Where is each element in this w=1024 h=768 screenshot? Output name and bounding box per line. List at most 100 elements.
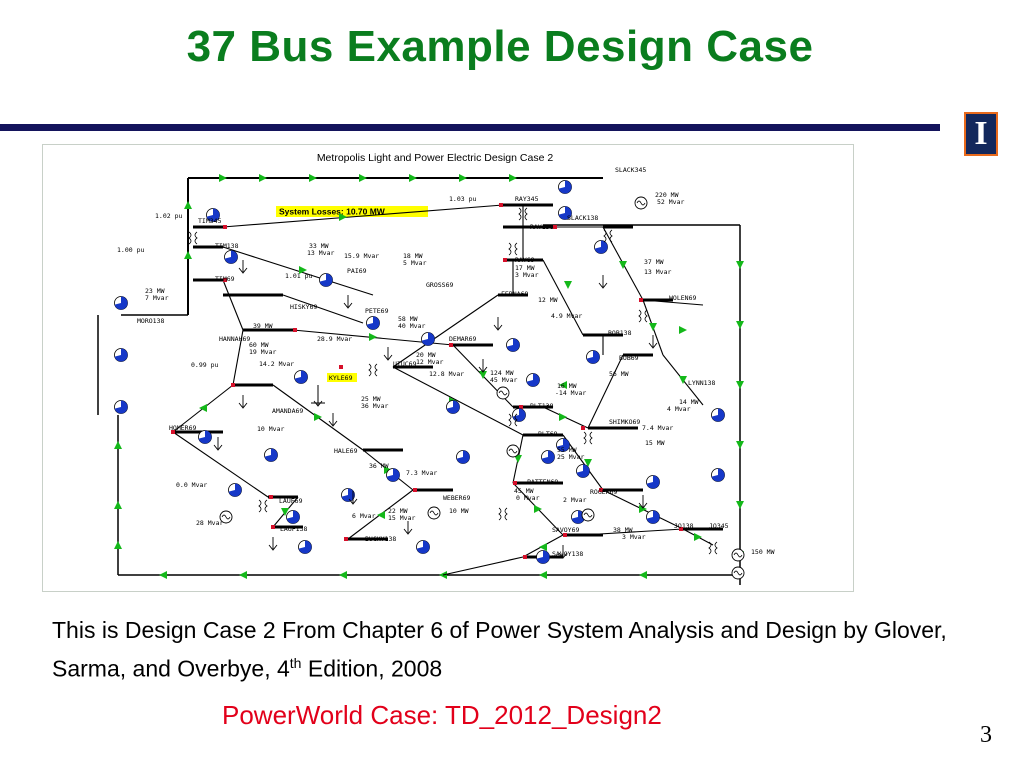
branch-line [172, 431, 269, 498]
diagram-label: 28.9 Mvar [317, 335, 352, 343]
diagram-label: 60 MW [249, 341, 269, 349]
diagram-label: TIM345 [198, 217, 222, 225]
ground-symbol [311, 385, 325, 404]
flow-arrow [619, 261, 627, 269]
bus-bar [603, 488, 643, 492]
flow-arrow [384, 466, 392, 474]
transformer-icon [583, 431, 593, 445]
caption: This is Design Case 2 From Chapter 6 of … [52, 614, 952, 686]
diagram-label: WOLEN69 [669, 294, 696, 302]
flow-arrow [559, 381, 567, 389]
highlight-bus-label: KYLE69 [329, 374, 353, 382]
load-arrow [403, 521, 413, 535]
flow-pie-fill [446, 400, 460, 414]
flow-arrow [184, 251, 192, 259]
flow-arrow [736, 501, 744, 509]
breaker [293, 328, 297, 332]
diagram-label: 14 MW [679, 398, 699, 406]
breaker [599, 488, 603, 492]
flow-arrow [639, 505, 647, 513]
oneline-svg: Metropolis Light and Power Electric Desi… [97, 152, 775, 585]
flow-arrow [359, 174, 367, 182]
flow-pie-fill [571, 510, 585, 524]
breaker [563, 533, 567, 537]
branch-line [222, 204, 504, 228]
flow-arrow [159, 571, 167, 579]
diagram-label: TIM138 [215, 242, 239, 250]
diagram-label: SAVOY69 [552, 526, 579, 534]
diagram-label: BLT138 [530, 402, 554, 410]
diagram-label: 0.0 Mvar [176, 481, 207, 489]
flow-arrow [534, 505, 542, 513]
flow-pie-fill [646, 475, 660, 489]
diagram-label: RAY138 [530, 223, 554, 231]
diagram-label: 2 Mvar [563, 496, 587, 504]
losses-box [276, 206, 428, 217]
breaker [449, 343, 453, 347]
flow-pie-fill [114, 400, 128, 414]
transformer-icon [498, 507, 508, 521]
diagram-label: 17 MW [515, 264, 535, 272]
flow-arrow [114, 541, 122, 549]
flow-pie-fill [576, 464, 590, 478]
flow-arrow [679, 376, 687, 384]
branch-line [392, 294, 499, 368]
bus-bar [363, 448, 403, 452]
diagram-label: ROGER69 [590, 488, 617, 496]
diagram-label: BOB138 [608, 329, 632, 337]
diagram-label: AMANDA69 [272, 407, 303, 415]
diagram-label: LAUF138 [280, 525, 307, 533]
bus-bar [453, 343, 493, 347]
diagram-label: MORO138 [137, 317, 164, 325]
diagram-label: 10 Mvar [257, 425, 284, 433]
flow-pie-fill [646, 510, 660, 524]
diagram-label: BLT69 [538, 430, 558, 438]
flow-arrow [339, 213, 347, 221]
flow-pie-fill [594, 240, 608, 254]
flow-pie-fill [558, 180, 572, 194]
oneline-diagram[interactable]: Metropolis Light and Power Electric Desi… [42, 144, 854, 592]
breaker [553, 225, 557, 229]
flow-pie-fill [526, 373, 540, 387]
generator-wave [508, 448, 518, 454]
diagram-label: 25 Mvar [557, 453, 584, 461]
bus-bar [523, 433, 563, 437]
flow-arrow [584, 459, 592, 467]
flow-arrow [539, 571, 547, 579]
diagram-label: 15 MW [645, 439, 665, 447]
caption-superscript: th [289, 655, 302, 671]
diagram-label: 37 MW [644, 258, 664, 266]
diagram-label: SLACK345 [615, 166, 646, 174]
diagram-label: HALE69 [334, 447, 358, 455]
load-arrow [598, 275, 608, 289]
diagram-label: WEBER69 [443, 494, 470, 502]
bus-bar [233, 383, 273, 387]
bus-bar [393, 365, 433, 369]
diagram-label: HISKY69 [290, 303, 317, 311]
flow-arrow [219, 174, 227, 182]
breaker [499, 203, 503, 207]
diagram-label: 22 MW [388, 507, 408, 515]
flow-arrow [479, 371, 487, 379]
diagram-label: 23 MW [145, 287, 165, 295]
diagram-label: RAY345 [515, 195, 539, 203]
powerworld-case-link[interactable]: PowerWorld Case: TD_2012_Design2 [222, 700, 662, 730]
breaker [223, 225, 227, 229]
flow-arrow [509, 174, 517, 182]
diagram-label: 0 Mvar [516, 494, 540, 502]
flow-pie-fill [341, 488, 355, 502]
university-logo: I [964, 112, 998, 156]
flow-pie-fill [421, 332, 435, 346]
diagram-label: 18 MW [403, 252, 423, 260]
diagram-label: 56 MW [609, 370, 629, 378]
bus-bar [223, 293, 283, 297]
flow-arrow [639, 571, 647, 579]
diagram-label: BUCKY138 [365, 535, 396, 543]
bus-bar [268, 495, 298, 499]
diagram-label: 150 MW [751, 548, 775, 556]
transformer-icon [518, 207, 528, 221]
diagram-label: 220 MW [655, 191, 679, 199]
diagram-label: SLACK138 [567, 214, 598, 222]
flow-pie-fill [206, 208, 220, 222]
flow-pie-fill [456, 450, 470, 464]
